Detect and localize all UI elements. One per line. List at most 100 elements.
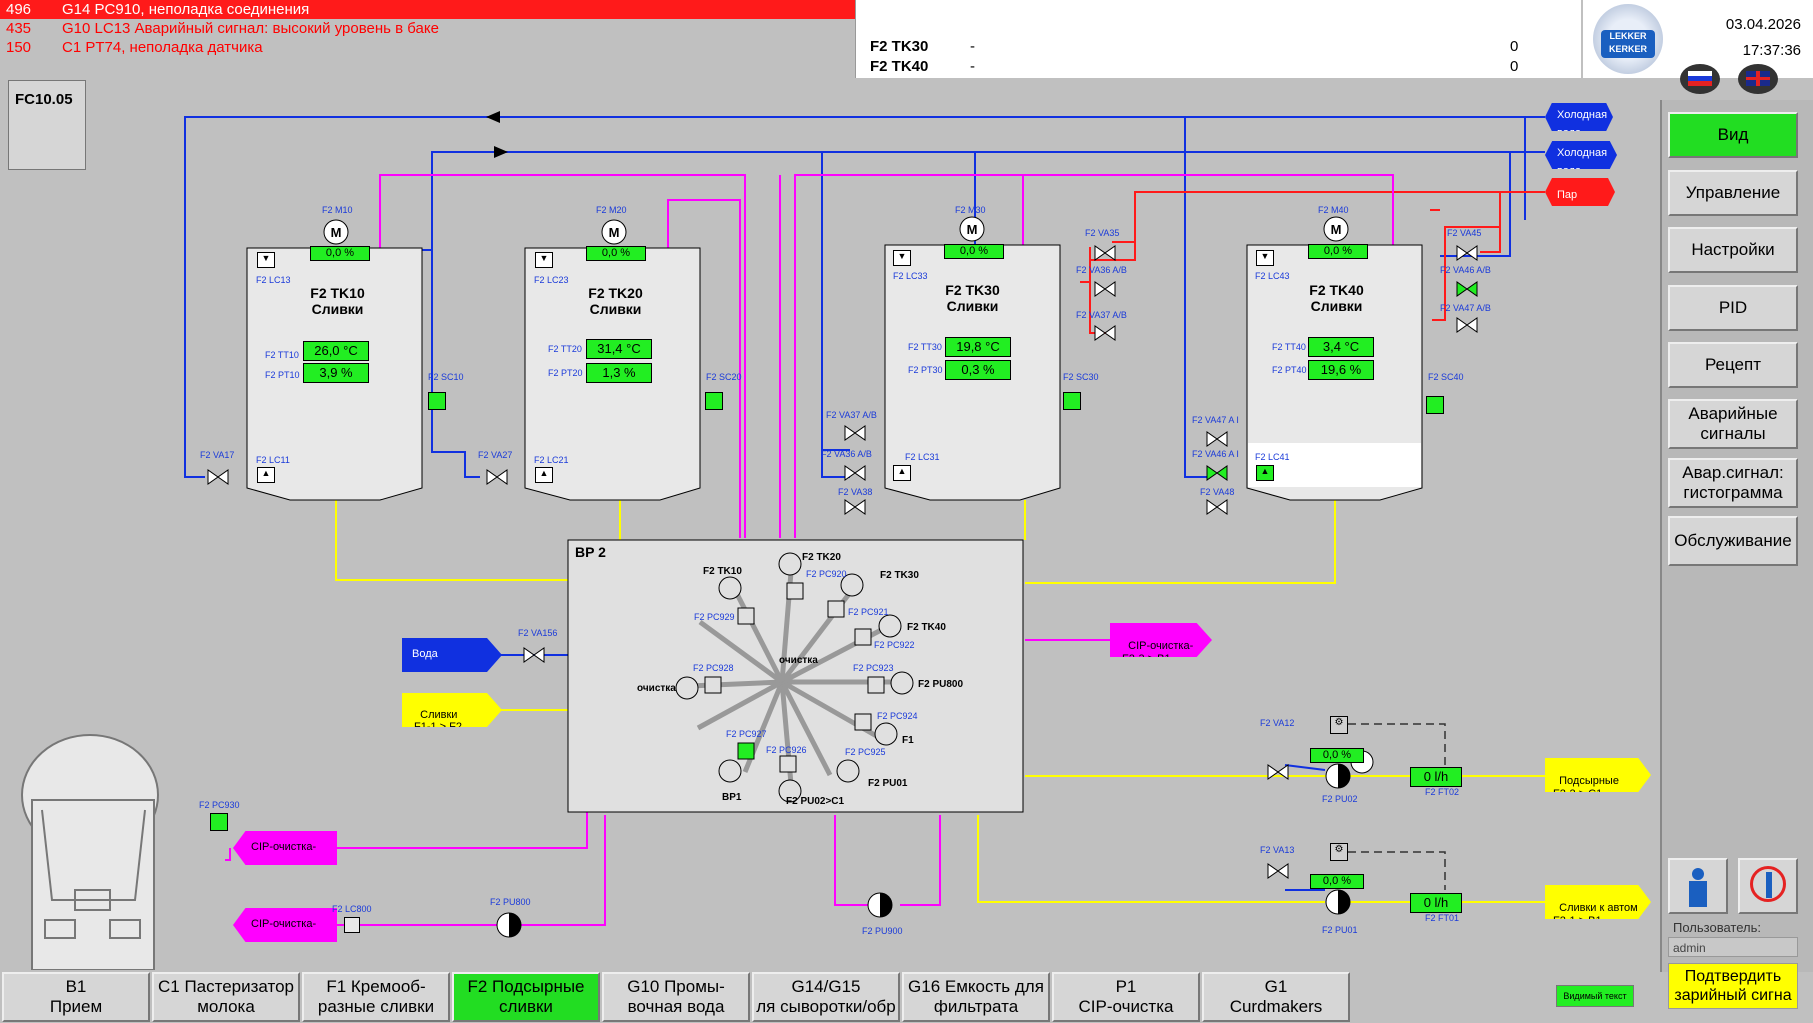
tank3-motor-label: F2 M30 bbox=[955, 205, 986, 215]
nav-recipe-button[interactable]: Рецепт bbox=[1668, 342, 1798, 388]
nav-alarms-button[interactable]: Аварийные сигналы bbox=[1668, 399, 1798, 449]
ft01-flow[interactable]: 0 l/h bbox=[1410, 893, 1462, 913]
tank3-sc-indicator[interactable] bbox=[1063, 392, 1081, 410]
tab-g10[interactable]: G10 Промы-вочная вода bbox=[602, 972, 750, 1022]
tank1-pt-label: F2 PT10 bbox=[265, 370, 300, 380]
tank1-pressure[interactable]: 3,9 % bbox=[303, 363, 369, 383]
bp-pc929-label: F2 PC929 bbox=[694, 612, 735, 622]
tank4-level-low-icon[interactable]: ▲ bbox=[1256, 465, 1274, 481]
tab-label-2: сливки bbox=[499, 997, 553, 1016]
visible-text-toggle[interactable]: Видимый текст bbox=[1556, 985, 1634, 1007]
tank1-sc-indicator[interactable] bbox=[428, 392, 446, 410]
alarm-row-1[interactable]: 496 G14 PC910, неполадка соединения bbox=[0, 0, 855, 19]
tank2-pressure[interactable]: 1,3 % bbox=[586, 363, 652, 383]
user-name-field[interactable]: admin bbox=[1668, 937, 1798, 957]
alarm-row-2[interactable]: 435 G10 LC13 Аварийный сигнал: высокий у… bbox=[0, 19, 855, 38]
valve-va37ab-label: F2 VA37 A/B bbox=[1076, 310, 1127, 320]
bp-f1-label: F1 bbox=[902, 735, 914, 746]
ft02-flow[interactable]: 0 l/h bbox=[1410, 767, 1462, 787]
tank1-temperature[interactable]: 26,0 °C bbox=[303, 341, 369, 361]
bp-pc921-label: F2 PC921 bbox=[848, 607, 889, 617]
cheese-cream-outlet-tag[interactable]: Подсырные F2-2 > C1 bbox=[1545, 758, 1651, 792]
pu02-pct: 0,0 % bbox=[1310, 748, 1364, 763]
bp-bp1-label: BP1 bbox=[722, 792, 742, 803]
tank2-motor-label: F2 M20 bbox=[596, 205, 627, 215]
tank3-lc-top: F2 LC33 bbox=[893, 271, 928, 281]
tab-label-2: ля сыворотки/обр bbox=[756, 997, 896, 1016]
tank2-temperature[interactable]: 31,4 °C bbox=[586, 339, 652, 359]
pc930-indicator[interactable] bbox=[210, 813, 228, 831]
tank3-pressure[interactable]: 0,3 % bbox=[945, 360, 1011, 380]
tank3-temperature[interactable]: 19,8 °C bbox=[945, 337, 1011, 357]
tank4-temperature[interactable]: 3,4 °C bbox=[1308, 337, 1374, 357]
tank1-lc-bot: F2 LC11 bbox=[256, 455, 290, 465]
nav-control-button[interactable]: Управление bbox=[1668, 170, 1798, 216]
tank3-motor-pct: 0,0 % bbox=[944, 244, 1004, 259]
nav-alarm-histogram-button[interactable]: Авар.сигнал: гистограмма bbox=[1668, 458, 1798, 508]
nav-view-button[interactable]: Вид bbox=[1668, 112, 1798, 158]
nav-pid-button[interactable]: PID bbox=[1668, 285, 1798, 331]
tank3-level-high-icon[interactable]: ▼ bbox=[893, 250, 911, 266]
nav-settings-button[interactable]: Настройки bbox=[1668, 227, 1798, 273]
tank3-level-low-icon[interactable]: ▲ bbox=[893, 465, 911, 481]
tank2-pt-label: F2 PT20 bbox=[548, 368, 583, 378]
logout-icon[interactable] bbox=[1738, 858, 1798, 914]
tank3-tt-label: F2 TT30 bbox=[908, 342, 942, 352]
confirm-alarm-button[interactable]: Подтвердить зарийный сигна bbox=[1668, 963, 1798, 1009]
tank2-level-low-icon[interactable]: ▲ bbox=[535, 467, 553, 483]
tank4-valve-label: F2 VA48 bbox=[1200, 487, 1235, 497]
russian-flag-icon[interactable] bbox=[1680, 64, 1720, 94]
pu01-motor-icon[interactable]: ⚙ bbox=[1330, 843, 1348, 861]
tank2-level-high-icon[interactable]: ▼ bbox=[535, 252, 553, 268]
tank2-sc-indicator[interactable] bbox=[705, 392, 723, 410]
ft02-label: F2 FT02 bbox=[1425, 787, 1460, 797]
tab-f1[interactable]: F1 Кремооб-разные сливки bbox=[302, 972, 450, 1022]
bp-cip-left-label: очистка bbox=[637, 683, 676, 694]
english-flag-icon[interactable] bbox=[1738, 64, 1778, 94]
tank1-level-high-icon[interactable]: ▼ bbox=[257, 252, 275, 268]
tank1-lc-top: F2 LC13 bbox=[256, 275, 291, 285]
alarm-row-3[interactable]: 150 C1 PT74, неполадка датчика bbox=[0, 38, 855, 57]
bp-tk40-label: F2 TK40 bbox=[907, 622, 946, 633]
valve-va36ab-label: F2 VA36 A/B bbox=[1076, 265, 1127, 275]
tank4-pressure[interactable]: 19,6 % bbox=[1308, 360, 1374, 380]
tank-title-text: F2 TK40 bbox=[1309, 282, 1364, 298]
tank-subtitle-text: Сливки bbox=[1310, 298, 1363, 314]
bp-pc928-label: F2 PC928 bbox=[693, 663, 734, 673]
pu02-motor-icon[interactable]: ⚙ bbox=[1330, 716, 1348, 734]
info-row: F2 TK40 - 0 bbox=[870, 58, 1518, 75]
nav-maintenance-button[interactable]: Обслуживание bbox=[1668, 516, 1798, 566]
cip-outlet-tag[interactable]: CIP-очистка- F2-3 > B1 bbox=[1110, 623, 1212, 657]
cip-line-2-tag[interactable]: CIP-очистка- bbox=[233, 908, 337, 942]
tank3-pt-label: F2 PT30 bbox=[908, 365, 943, 375]
flag-text: Холодная вода bbox=[1557, 147, 1608, 177]
lc800-label: F2 LC800 bbox=[332, 904, 372, 914]
bp-pc925-label: F2 PC925 bbox=[845, 747, 886, 757]
login-icon[interactable] bbox=[1668, 858, 1728, 914]
tank4-lc-top: F2 LC43 bbox=[1255, 271, 1290, 281]
tab-label-1: C1 Пастеризатор bbox=[157, 977, 294, 996]
tank4-sc-indicator[interactable] bbox=[1426, 396, 1444, 414]
auto-cream-outlet-tag[interactable]: Сливки к автом F2-1 > B1 bbox=[1545, 885, 1651, 919]
flag-text: Подсырные F2-2 > C1 bbox=[1553, 775, 1619, 800]
cip-line-1-tag[interactable]: CIP-очистка- bbox=[233, 831, 337, 865]
tank4-level-high-icon[interactable]: ▼ bbox=[1256, 250, 1274, 266]
tank4-lc-bot: F2 LC41 bbox=[1255, 452, 1290, 462]
tank1-level-low-icon[interactable]: ▲ bbox=[257, 467, 275, 483]
tank1-motor-pct: 0,0 % bbox=[310, 246, 370, 261]
tab-label-1: P1 bbox=[1115, 977, 1137, 996]
cream-inlet-tag[interactable]: Сливки F1-1 > F2 bbox=[402, 693, 502, 727]
alarm-text: G14 PC910, неполадка соединения bbox=[62, 1, 310, 18]
logo-text-1: LEKKER bbox=[1609, 31, 1647, 41]
lc800-indicator[interactable] bbox=[344, 917, 360, 933]
tab-label-2: Curdmakers bbox=[1229, 997, 1323, 1016]
pu01-label: F2 PU01 bbox=[1322, 925, 1358, 935]
